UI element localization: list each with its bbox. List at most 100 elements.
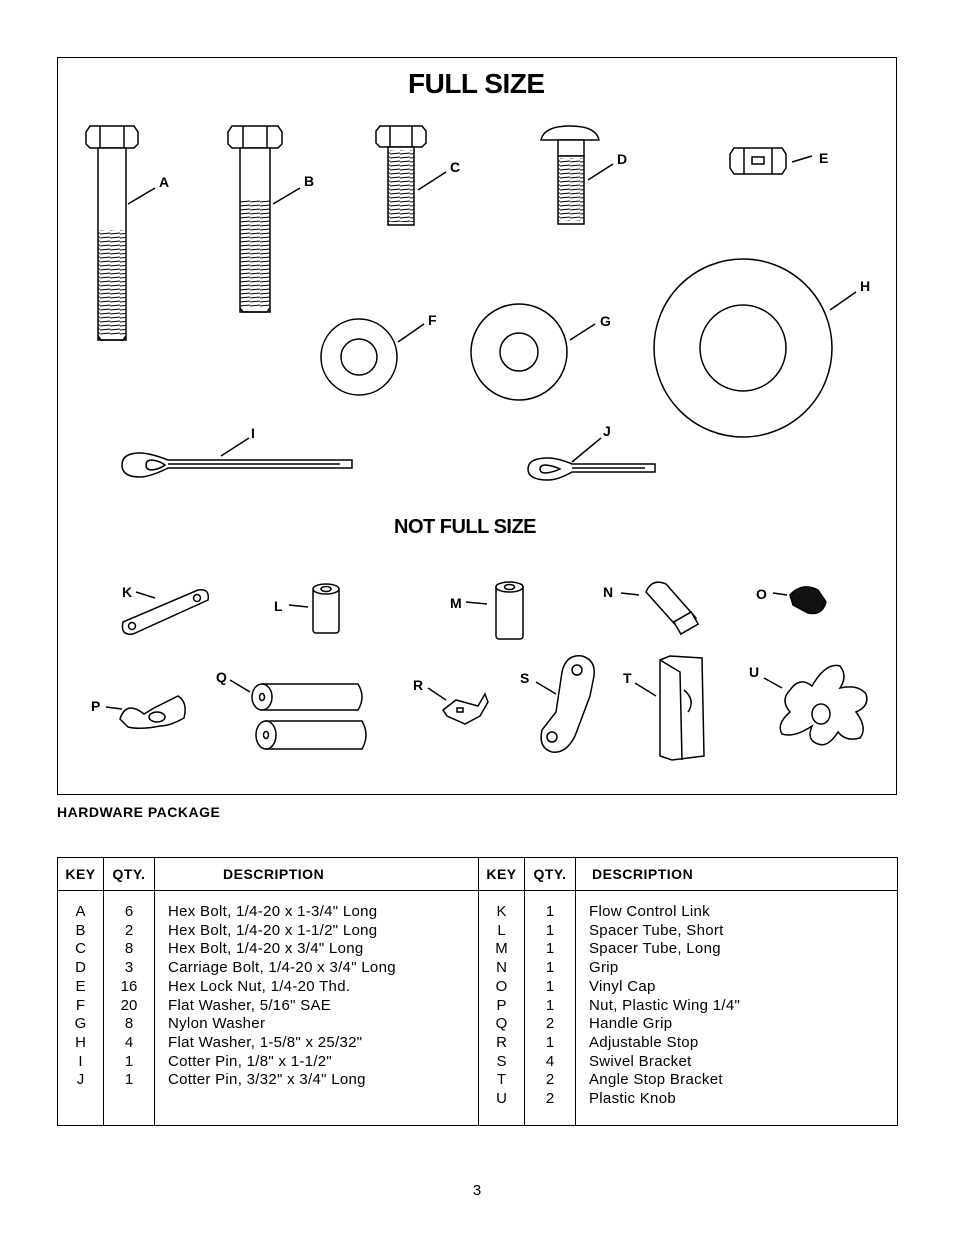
header-key-right: KEY — [478, 857, 525, 891]
part-key: U — [496, 1090, 507, 1108]
part-qty: 4 — [545, 1052, 555, 1070]
part-key: C — [75, 940, 86, 958]
callout-k: K — [122, 584, 133, 600]
part-description: Flow Control Link — [589, 903, 710, 920]
part-description: Angle Stop Bracket — [589, 1071, 723, 1089]
part-key: S — [496, 1052, 507, 1070]
part-qty: 16 — [120, 977, 138, 995]
part-qty: 1 — [545, 959, 555, 977]
callout-a: A — [159, 174, 170, 190]
part-description: Carriage Bolt, 1/4-20 x 3/4" Long — [168, 959, 396, 977]
part-description: Cotter Pin, 3/32" x 3/4" Long — [168, 1071, 366, 1089]
part-description: Plastic Knob — [589, 1090, 676, 1108]
part-description: Adjustable Stop — [589, 1033, 699, 1051]
part-key: E — [75, 977, 86, 995]
callout-q: Q — [216, 669, 227, 685]
nylon-washer-g-drawing — [470, 303, 596, 401]
part-qty: 1 — [545, 996, 555, 1014]
flat-washer-f-drawing — [320, 318, 425, 396]
part-key: G — [74, 1015, 87, 1033]
vinyl-cap-o-drawing — [772, 586, 827, 615]
grip-n-drawing — [620, 581, 700, 636]
part-qty: 6 — [124, 903, 134, 920]
carriage-bolt-d-drawing — [540, 125, 614, 225]
hex-bolt-c-drawing — [375, 125, 447, 226]
part-key: I — [78, 1052, 83, 1070]
page-number: 3 — [472, 1182, 482, 1199]
header-description-right: DESCRIPTION — [575, 857, 898, 891]
part-key: O — [495, 977, 508, 995]
spacer-tube-short-l-drawing — [288, 583, 340, 634]
part-key: L — [497, 921, 506, 939]
part-key: A — [75, 903, 86, 920]
part-key: F — [75, 996, 86, 1014]
plastic-wing-nut-p-drawing — [105, 695, 186, 730]
part-key: D — [75, 959, 86, 977]
callout-p: P — [91, 698, 101, 714]
part-key: P — [496, 996, 507, 1014]
part-description: Spacer Tube, Short — [589, 921, 724, 939]
part-qty: 4 — [124, 1033, 134, 1051]
header-key-left: KEY — [57, 857, 104, 891]
part-qty: 1 — [545, 921, 555, 939]
part-qty: 2 — [124, 921, 134, 939]
part-description: Cotter Pin, 1/8" x 1-1/2" — [168, 1052, 333, 1070]
callout-r: R — [413, 677, 424, 693]
flat-washer-h-drawing — [653, 258, 857, 438]
callout-g: G — [600, 313, 611, 329]
callout-e: E — [819, 150, 829, 166]
header-qty-left: QTY. — [103, 857, 155, 891]
part-description: Nylon Washer — [168, 1015, 266, 1033]
not-full-size-heading: NOT FULL SIZE — [394, 516, 537, 538]
flow-control-link-k-drawing — [121, 588, 210, 635]
callout-s: S — [520, 670, 530, 686]
callout-t: T — [623, 670, 632, 686]
part-description: Hex Bolt, 1/4-20 x 1-1/2" Long — [168, 921, 378, 939]
angle-stop-bracket-t-drawing — [634, 655, 705, 761]
callout-h: H — [860, 278, 871, 294]
callout-o: O — [756, 586, 767, 602]
callout-f: F — [428, 312, 437, 328]
part-description: Hex Bolt, 1/4-20 x 3/4" Long — [168, 940, 364, 958]
part-description: Handle Grip — [589, 1015, 673, 1033]
part-qty: 2 — [545, 1090, 555, 1108]
part-qty: 1 — [545, 903, 555, 920]
hardware-parts-table: KEY QTY. DESCRIPTION KEY QTY. DESCRIPTIO… — [57, 857, 898, 1126]
callout-b: B — [304, 173, 315, 189]
part-qty: 1 — [545, 977, 555, 995]
adjustable-stop-r-drawing — [427, 687, 489, 725]
callout-n: N — [603, 584, 614, 600]
part-description: Flat Washer, 5/16" SAE — [168, 996, 332, 1014]
part-key: K — [496, 903, 507, 920]
part-description: Hex Bolt, 1/4-20 x 1-3/4" Long — [168, 903, 378, 920]
header-qty-right: QTY. — [524, 857, 576, 891]
hex-bolt-a-drawing — [85, 125, 156, 341]
hex-bolt-b-drawing — [227, 125, 301, 313]
part-description: Hex Lock Nut, 1/4-20 Thd. — [168, 977, 351, 995]
part-description: Spacer Tube, Long — [589, 940, 721, 958]
cotter-pin-j-drawing — [527, 437, 656, 481]
hardware-package-caption: HARDWARE PACKAGE — [57, 804, 221, 820]
part-description: Nut, Plastic Wing 1/4" — [589, 996, 741, 1014]
callout-i: I — [251, 425, 255, 441]
part-key: R — [496, 1033, 507, 1051]
part-key: H — [75, 1033, 86, 1051]
plastic-knob-u-drawing — [763, 664, 868, 746]
cotter-pin-i-drawing — [121, 437, 353, 478]
callout-u: U — [749, 664, 760, 680]
part-qty: 2 — [545, 1071, 555, 1089]
part-description: Flat Washer, 1-5/8" x 25/32" — [168, 1033, 363, 1051]
callout-c: C — [450, 159, 461, 175]
callout-m: M — [450, 595, 462, 611]
part-qty: 20 — [120, 996, 138, 1014]
part-qty: 3 — [124, 959, 134, 977]
part-key: N — [496, 959, 507, 977]
table-header-row: KEY QTY. DESCRIPTION KEY QTY. DESCRIPTIO… — [57, 857, 898, 891]
